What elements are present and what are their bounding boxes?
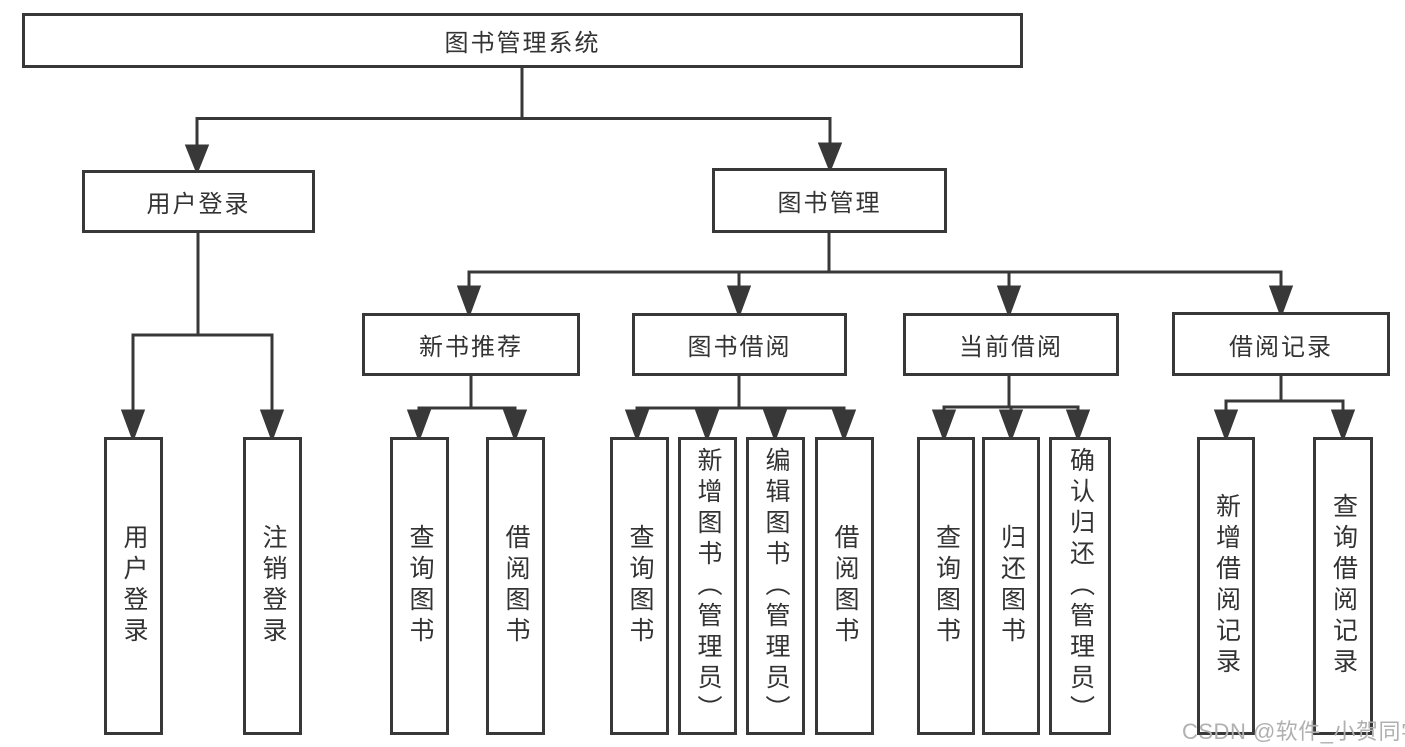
connector-login-to-children xyxy=(120,233,285,443)
node-logout-label: 注销登录 xyxy=(259,524,287,648)
arrowhead xyxy=(259,409,285,443)
arrowhead xyxy=(831,409,857,443)
node-book-mgmt-label: 图书管理 xyxy=(777,190,882,217)
arrowhead xyxy=(996,285,1022,319)
node-borrow-query-book: 查询图书 xyxy=(610,437,669,735)
node-borrow-book: 借阅图书 xyxy=(815,437,874,735)
node-add-borrow-record: 新增借阅记录 xyxy=(1197,437,1255,735)
arrowhead xyxy=(502,409,528,443)
node-current-borrow-label: 当前借阅 xyxy=(959,334,1063,361)
arrowhead xyxy=(1213,409,1239,443)
node-current-borrow: 当前借阅 xyxy=(903,313,1119,376)
node-edit-book-admin: 编辑图书（管理员） xyxy=(746,437,805,735)
node-recommend-borrow-book-label: 借阅图书 xyxy=(502,524,530,648)
connector-record-to-children xyxy=(1213,376,1356,443)
node-add-borrow-record-label: 新增借阅记录 xyxy=(1212,493,1241,679)
node-user-login-label: 用户登录 xyxy=(146,191,251,218)
connector-root-to-level2 xyxy=(184,68,843,176)
arrowhead xyxy=(184,144,210,176)
arrowhead xyxy=(817,142,843,174)
connector-borrow-to-children xyxy=(624,376,857,443)
node-return-book-label: 归还图书 xyxy=(997,524,1026,648)
node-current-query-book: 查询图书 xyxy=(917,437,975,735)
arrowhead xyxy=(931,409,957,443)
node-add-book-admin-label: 新增图书（管理员） xyxy=(694,446,722,726)
node-current-query-book-label: 查询图书 xyxy=(932,524,961,648)
node-new-book-recommend: 新书推荐 xyxy=(362,313,580,376)
node-borrow-query-book-label: 查询图书 xyxy=(626,524,654,648)
node-new-book-recommend-label: 新书推荐 xyxy=(419,334,523,361)
connector-current-to-children xyxy=(931,376,1091,443)
arrowhead xyxy=(456,285,482,319)
node-root-label: 图书管理系统 xyxy=(444,30,601,57)
arrowhead xyxy=(694,409,720,443)
arrowhead xyxy=(1268,285,1294,319)
arrowhead xyxy=(1330,409,1356,443)
node-book-mgmt: 图书管理 xyxy=(712,168,947,233)
node-root: 图书管理系统 xyxy=(22,13,1023,68)
connector-mgmt-to-level3 xyxy=(456,233,1294,319)
node-borrow-record: 借阅记录 xyxy=(1172,312,1390,376)
node-return-book: 归还图书 xyxy=(982,437,1040,735)
node-add-book-admin: 新增图书（管理员） xyxy=(678,437,737,735)
connector-recommend-to-children xyxy=(406,376,528,443)
node-logout: 注销登录 xyxy=(243,437,302,735)
node-recommend-query-book: 查询图书 xyxy=(390,437,449,735)
node-query-borrow-record-label: 查询借阅记录 xyxy=(1329,493,1358,679)
node-user-login: 用户登录 xyxy=(82,170,315,233)
arrowhead xyxy=(624,409,650,443)
arrowhead xyxy=(1065,409,1091,443)
node-user-login-action: 用户登录 xyxy=(104,437,163,735)
arrowhead xyxy=(406,409,432,443)
node-borrow-record-label: 借阅记录 xyxy=(1229,333,1333,361)
node-user-login-action-label: 用户登录 xyxy=(120,524,148,648)
arrowhead xyxy=(120,409,146,443)
node-recommend-query-book-label: 查询图书 xyxy=(406,524,434,648)
node-query-borrow-record: 查询借阅记录 xyxy=(1313,437,1373,735)
node-edit-book-admin-label: 编辑图书（管理员） xyxy=(762,446,790,726)
node-recommend-borrow-book: 借阅图书 xyxy=(486,437,545,735)
arrowhead xyxy=(998,409,1024,443)
watermark: CSDN @软件_小贺同学 xyxy=(1182,719,1405,744)
arrowhead xyxy=(762,409,788,443)
node-book-borrow-label: 图书借阅 xyxy=(687,334,792,361)
node-confirm-return-admin: 确认归还（管理员） xyxy=(1049,437,1111,735)
node-borrow-book-label: 借阅图书 xyxy=(831,524,859,648)
arrowhead xyxy=(726,285,752,319)
node-confirm-return-admin-label: 确认归还（管理员） xyxy=(1066,446,1095,726)
node-book-borrow: 图书借阅 xyxy=(632,313,847,376)
